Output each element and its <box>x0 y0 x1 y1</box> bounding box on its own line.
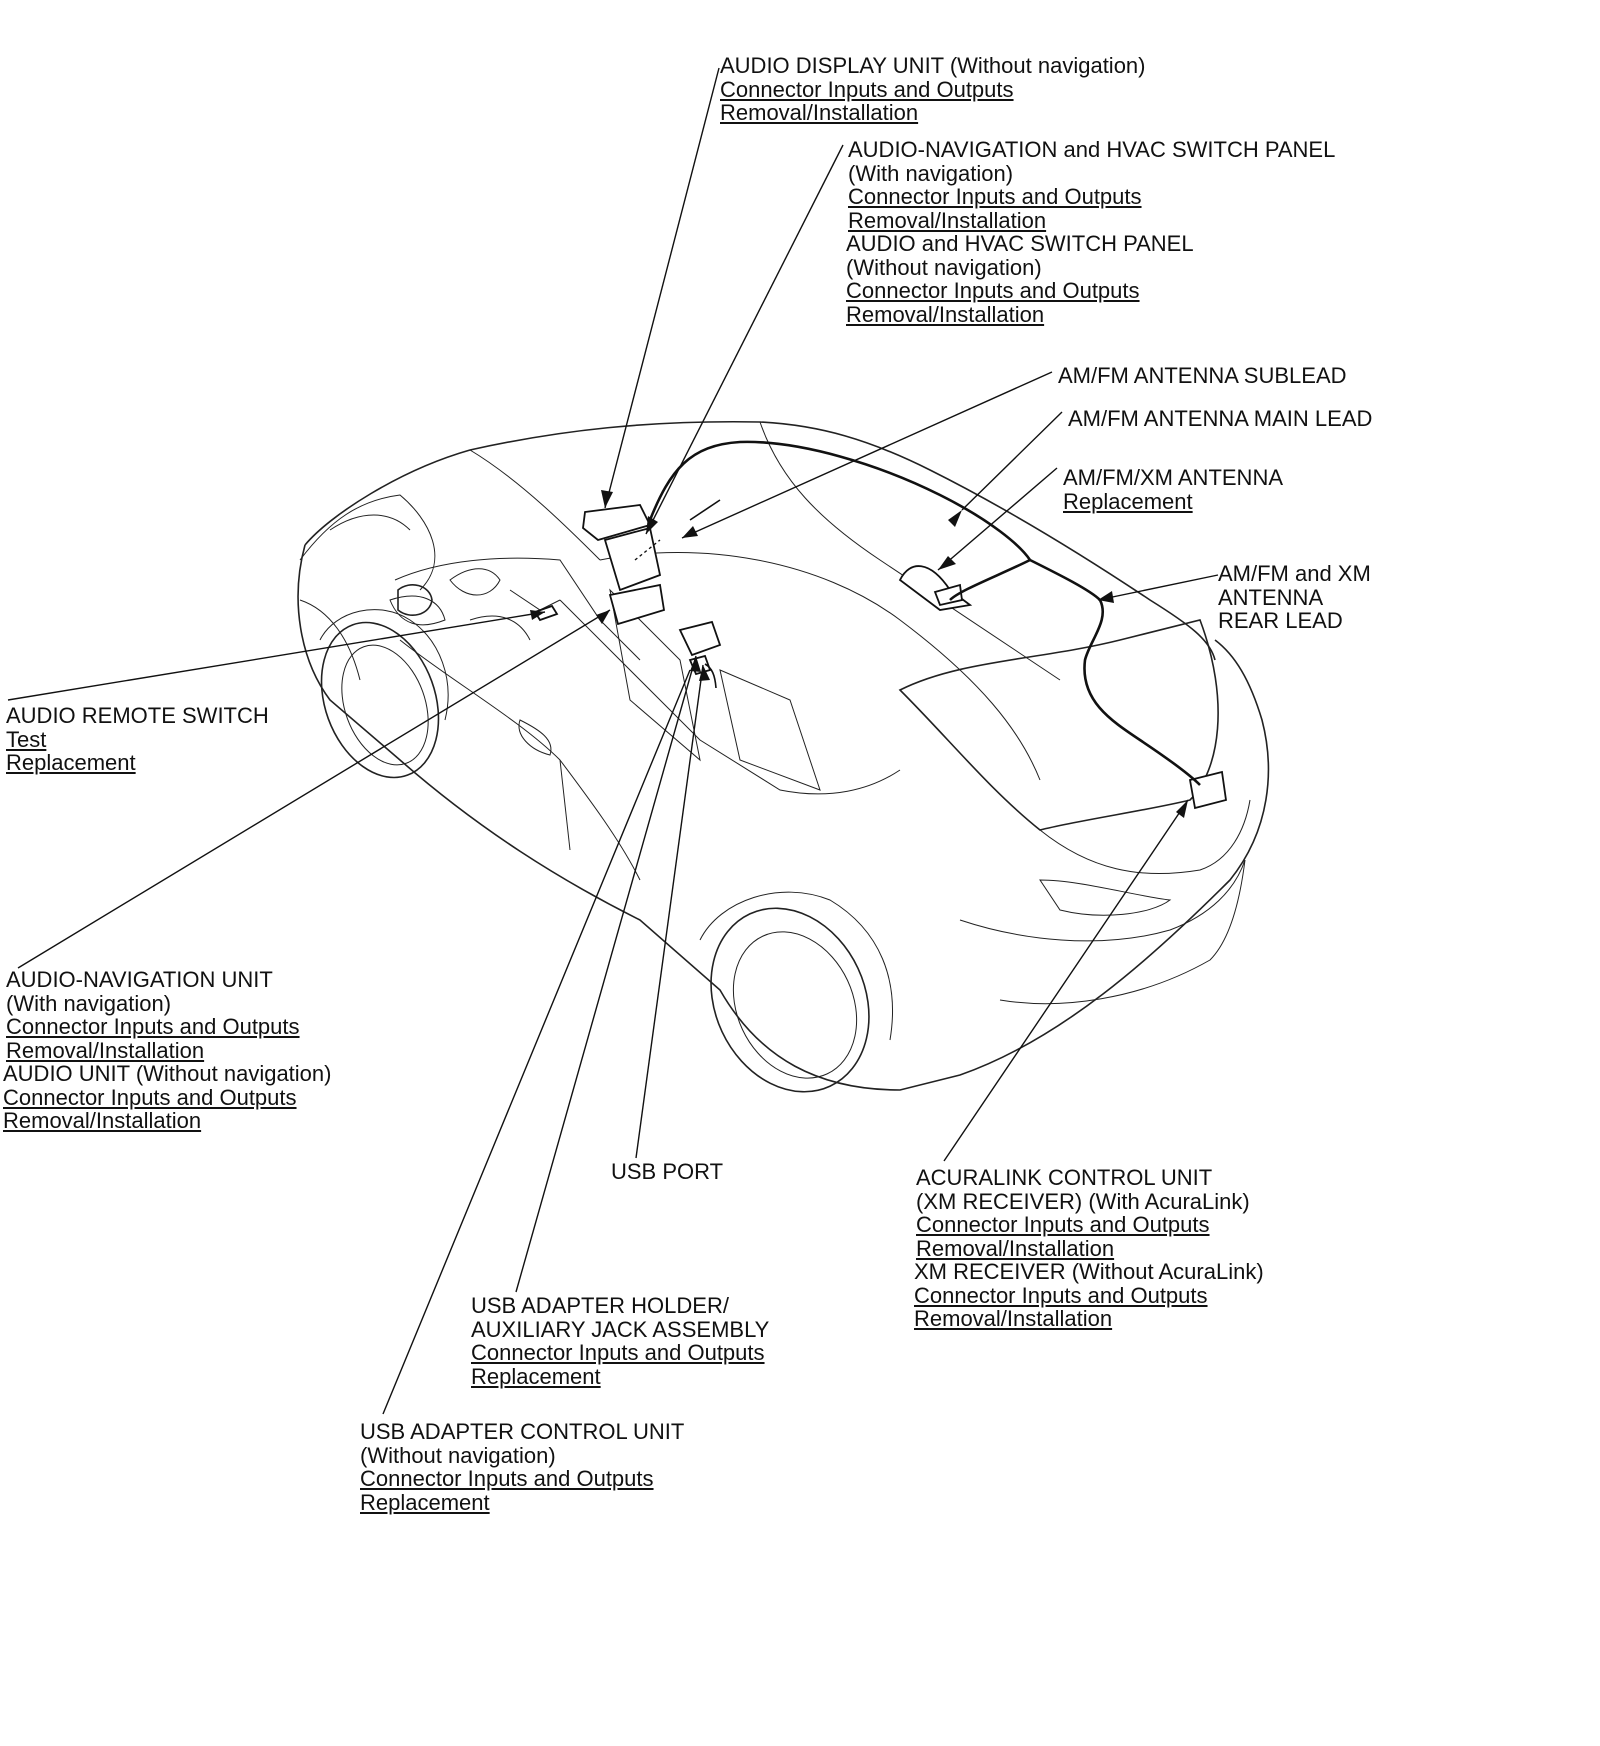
audio-unit-connector-link[interactable]: Connector Inputs and Outputs <box>3 1084 297 1110</box>
label-usb-holder: USB ADAPTER HOLDER/ AUXILIARY JACK ASSEM… <box>471 1294 769 1388</box>
antenna-sublead-title: AM/FM ANTENNA SUBLEAD <box>1058 363 1347 388</box>
car-outline <box>297 420 1270 1093</box>
audio-nav-panel-title: AUDIO-NAVIGATION and HVAC SWITCH PANEL <box>848 137 1336 162</box>
audio-nav-unit-removal-link[interactable]: Removal/Installation <box>6 1037 205 1063</box>
usb-control-unit-title: USB ADAPTER CONTROL UNIT <box>360 1419 685 1444</box>
label-audio-display-unit: AUDIO DISPLAY UNIT (Without navigation) … <box>720 54 1146 125</box>
usb-holder-connector-link[interactable]: Connector Inputs and Outputs <box>471 1340 765 1365</box>
usb-holder-line-1: USB ADAPTER HOLDER/ <box>471 1293 729 1318</box>
rear-lead-line-2: ANTENNA <box>1218 584 1324 610</box>
audio-display-unit-title: AUDIO DISPLAY UNIT (Without navigation) <box>720 53 1146 78</box>
xm-receiver-removal-link[interactable]: Removal/Installation <box>914 1306 1113 1331</box>
label-usb-control-unit: USB ADAPTER CONTROL UNIT (Without naviga… <box>360 1420 684 1514</box>
label-audio-nav-hvac-panel: AUDIO-NAVIGATION and HVAC SWITCH PANEL (… <box>846 137 1336 327</box>
remote-switch-test-link[interactable]: Test <box>6 726 47 752</box>
xm-receiver-title: XM RECEIVER (Without AcuraLink) <box>914 1259 1264 1284</box>
audio-nav-panel-connector-link[interactable]: Connector Inputs and Outputs <box>848 184 1142 209</box>
usb-control-unit-connector-link[interactable]: Connector Inputs and Outputs <box>360 1466 654 1491</box>
usb-holder-replacement-link[interactable]: Replacement <box>471 1363 601 1389</box>
audio-unit-title: AUDIO UNIT (Without navigation) <box>3 1061 332 1086</box>
label-antenna-sublead: AM/FM ANTENNA SUBLEAD <box>1058 364 1347 388</box>
xm-receiver-shape <box>1188 770 1228 810</box>
usb-holder-line-2: AUXILIARY JACK ASSEMBLY <box>471 1316 770 1342</box>
audio-display-unit-removal-link[interactable]: Removal/Installation <box>720 100 919 125</box>
audio-nav-panel-removal-link[interactable]: Removal/Installation <box>848 207 1047 233</box>
audio-hvac-panel-title: AUDIO and HVAC SWITCH PANEL <box>846 231 1194 256</box>
audio-nav-unit-title: AUDIO-NAVIGATION UNIT <box>6 967 273 992</box>
audio-nav-unit-connector-link[interactable]: Connector Inputs and Outputs <box>6 1014 300 1039</box>
label-audio-remote-switch: AUDIO REMOTE SWITCH Test Replacement <box>6 704 269 775</box>
audio-unit-removal-link[interactable]: Removal/Installation <box>3 1108 202 1133</box>
xm-antenna-replacement-link[interactable]: Replacement <box>1063 488 1193 514</box>
label-antenna-main-lead: AM/FM ANTENNA MAIN LEAD <box>1068 407 1372 431</box>
audio-nav-panel-shape <box>603 526 662 592</box>
audio-display-unit-connector-link[interactable]: Connector Inputs and Outputs <box>720 76 1014 102</box>
acuralink-connector-link[interactable]: Connector Inputs and Outputs <box>916 1212 1210 1237</box>
rear-lead-line-3: REAR LEAD <box>1218 608 1343 633</box>
antenna-shape <box>898 565 973 611</box>
antenna-main-lead-title: AM/FM ANTENNA MAIN LEAD <box>1068 406 1373 431</box>
audio-display-unit-shape <box>582 504 652 541</box>
label-acuralink: ACURALINK CONTROL UNIT (XM RECEIVER) (Wi… <box>914 1165 1264 1331</box>
antenna-cables <box>648 440 1201 786</box>
remote-switch-title: AUDIO REMOTE SWITCH <box>6 703 269 728</box>
acuralink-subtitle: (XM RECEIVER) (With AcuraLink) <box>916 1188 1250 1214</box>
acuralink-title: ACURALINK CONTROL UNIT <box>916 1165 1213 1190</box>
audio-hvac-panel-subtitle: (Without navigation) <box>846 254 1042 280</box>
audio-hvac-panel-removal-link[interactable]: Removal/Installation <box>846 301 1045 327</box>
remote-switch-replacement-link[interactable]: Replacement <box>6 750 136 775</box>
xm-antenna-title: AM/FM/XM ANTENNA <box>1063 465 1284 490</box>
usb-control-unit-replacement-link[interactable]: Replacement <box>360 1489 490 1515</box>
label-audio-nav-unit: AUDIO-NAVIGATION UNIT (With navigation) … <box>3 967 332 1133</box>
rear-lead-line-1: AM/FM and XM <box>1218 561 1371 586</box>
acuralink-removal-link[interactable]: Removal/Installation <box>916 1235 1115 1261</box>
audio-nav-unit-subtitle: (With navigation) <box>6 990 172 1016</box>
audio-hvac-panel-connector-link[interactable]: Connector Inputs and Outputs <box>846 278 1140 303</box>
usb-control-unit-subtitle: (Without navigation) <box>360 1442 556 1468</box>
label-usb-port: USB PORT <box>611 1160 723 1184</box>
audio-unit-shape <box>608 583 666 626</box>
leader-arrowheads <box>530 490 1188 818</box>
usb-port-title: USB PORT <box>611 1159 724 1184</box>
xm-receiver-connector-link[interactable]: Connector Inputs and Outputs <box>914 1282 1208 1308</box>
label-rear-lead: AM/FM and XM ANTENNA REAR LEAD <box>1218 562 1371 633</box>
label-xm-antenna: AM/FM/XM ANTENNA Replacement <box>1063 466 1283 513</box>
leader-lines <box>7 67 1219 1415</box>
remote-switch-shape <box>533 604 559 622</box>
audio-nav-panel-subtitle: (With navigation) <box>848 160 1014 186</box>
